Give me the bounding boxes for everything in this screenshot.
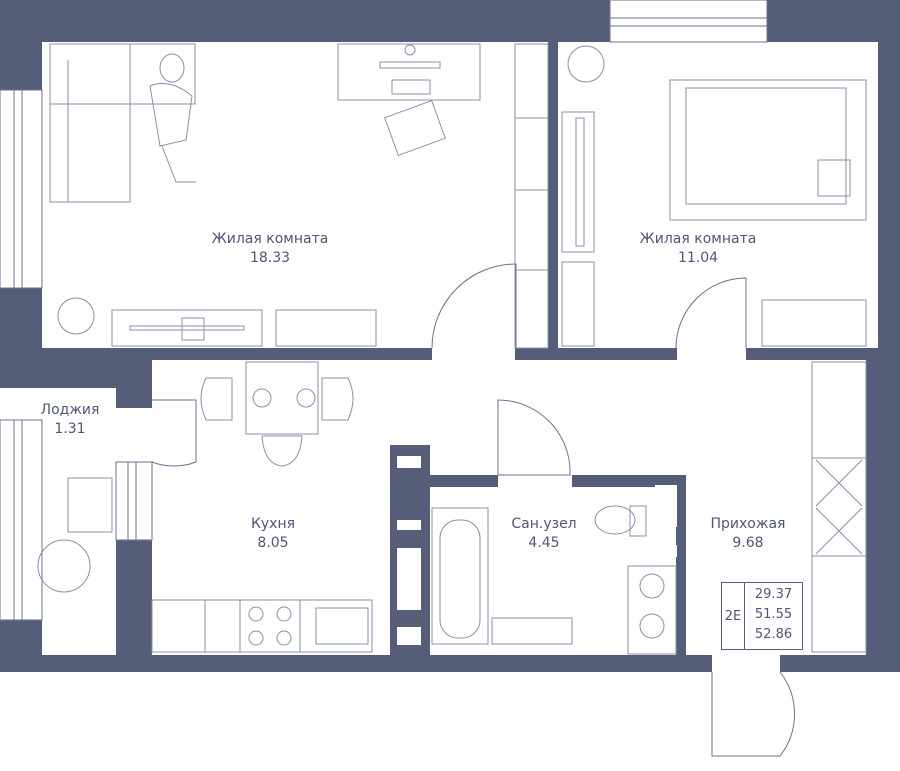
apartment-type: 2E	[722, 583, 745, 649]
room-name: Сан.узел	[511, 516, 577, 532]
room-name: Лоджия	[40, 402, 100, 418]
room-area: 4.45	[528, 535, 560, 551]
room-name: Жилая комната	[639, 231, 757, 247]
doors	[151, 263, 796, 757]
room-label-hallway: Прихожая 9.68	[648, 515, 848, 553]
room-area: 9.68	[732, 535, 764, 551]
room-label-kitchen: Кухня 8.05	[173, 515, 373, 553]
room-area: 11.04	[677, 250, 719, 266]
room-name: Жилая комната	[211, 231, 329, 247]
room-area: 8.05	[257, 535, 289, 551]
total-area: 51.55	[754, 607, 793, 622]
room-label-living2: Жилая комната 11.04	[598, 230, 798, 268]
living-area: 29.37	[754, 587, 793, 602]
room-label-loggia: Лоджия 1.31	[0, 401, 170, 439]
room-label-living1: Жилая комната 18.33	[170, 230, 370, 268]
room-area: 1.31	[54, 421, 86, 437]
walls	[0, 0, 900, 672]
room-area: 18.33	[249, 250, 291, 266]
room-name: Кухня	[250, 516, 296, 532]
area-summary: 2E 29.37 51.55 52.86	[721, 582, 803, 650]
windows	[0, 0, 768, 621]
room-name: Прихожая	[710, 516, 786, 532]
room-label-bathroom: Сан.узел 4.45	[444, 515, 644, 553]
furniture	[37, 43, 867, 655]
total-with-loggia: 52.86	[754, 627, 793, 642]
plant-icon	[57, 45, 605, 335]
